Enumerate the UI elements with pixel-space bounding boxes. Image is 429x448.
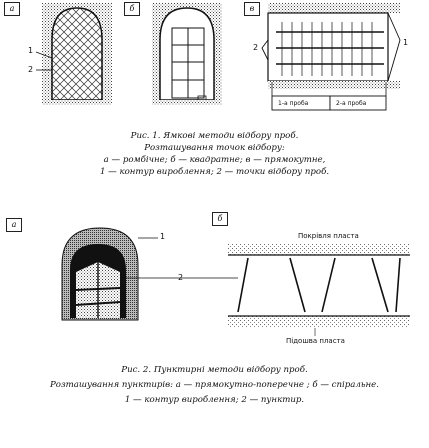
fig2-floor-label: Підошва пласта [286,337,345,345]
fig2-roof-label: Покрівля пласта [298,232,359,240]
fig2-caption-line3: 1 — контур вироблення; 2 — пунктир. [124,395,305,405]
fig1a-drawing [35,3,112,105]
fig2-caption-line1: Рис. 2. Пунктирні методи відбору проб. [121,365,308,375]
fig1c-marker-2: 2 [253,43,259,52]
fig2a-drawing [61,227,176,321]
fig1-label-c: в [244,2,260,16]
fig1c-drawing [261,3,401,111]
fig1-caption-line1: Рис. 1. Ямкові методи відбору проб. [130,131,299,141]
fig1-label-b: б [124,2,140,16]
fig1c-cut-1-label: 1-а проба [278,100,309,107]
fig1-caption-line3: а — ромбічне; б — квадратне; в — прямоку… [103,155,326,165]
fig1b-drawing [152,3,222,105]
fig1c-marker-1: 1 [403,38,409,47]
fig1a-marker-2: 2 [28,65,34,74]
fig2-label-b: б [212,212,228,226]
fig2-label-a: а [6,218,22,232]
fig1a-marker-1: 1 [28,46,34,55]
fig2-marker-2: 2 [178,273,184,282]
fig2-marker-1: 1 [160,232,166,241]
fig1-label-a: а [4,2,20,16]
fig1-caption-line2: Розташування точок відбору: [144,143,285,153]
fig1-caption-line4: 1 — контур вироблення; 2 — точки відбору… [99,167,330,177]
fig2-caption-line2: Розташування пунктирів: а — прямокутно-п… [49,380,379,390]
fig2b-drawing [176,243,410,336]
fig1c-cut-2-label: 2-а проба [336,100,367,107]
